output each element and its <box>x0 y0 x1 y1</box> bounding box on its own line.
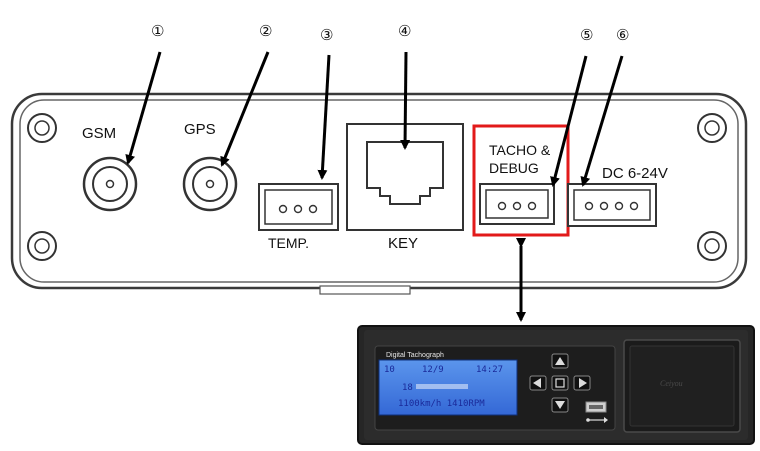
tacho-connector <box>480 184 554 224</box>
tacho-label-line1: TACHO & <box>489 142 551 158</box>
tacho-label-line2: DEBUG <box>489 160 539 176</box>
lcd-line1c: 14:27 <box>476 365 503 375</box>
callout-1: ① <box>151 22 164 40</box>
screw-bottom-left <box>28 232 56 260</box>
arrow-4 <box>405 52 406 148</box>
gps-connector <box>184 158 236 210</box>
callout-5: ⑤ <box>580 26 593 44</box>
lcd-line3: 1100km/h 1410RPM <box>398 399 485 409</box>
screw-top-right <box>698 114 726 142</box>
callout-4: ④ <box>398 22 411 40</box>
temp-connector <box>259 184 338 230</box>
screw-bottom-right <box>698 232 726 260</box>
brand-label: Ceiyou <box>660 379 683 388</box>
button-down[interactable] <box>552 398 568 412</box>
button-ok[interactable] <box>552 376 568 390</box>
lcd-line1b: 12/9 <box>422 365 444 375</box>
gsm-label: GSM <box>82 125 116 142</box>
gsm-connector <box>84 158 136 210</box>
lcd-line2: 18 <box>402 383 413 393</box>
key-label: KEY <box>388 235 418 252</box>
screw-top-left <box>28 114 56 142</box>
gps-label: GPS <box>184 121 216 138</box>
button-up[interactable] <box>552 354 568 368</box>
callout-2: ② <box>259 22 272 40</box>
callout-3: ③ <box>320 26 333 44</box>
lcd-line1a: 10 <box>384 365 395 375</box>
temp-label: TEMP. <box>268 235 309 251</box>
button-right[interactable] <box>574 376 590 390</box>
usb-port[interactable] <box>586 402 606 412</box>
tachograph-title: Digital Tachograph <box>386 352 444 359</box>
button-left[interactable] <box>530 376 546 390</box>
dc-label: DC 6-24V <box>602 165 668 182</box>
callout-6: ⑥ <box>616 26 629 44</box>
dc-connector <box>568 184 656 226</box>
lcd-bar <box>416 384 468 389</box>
